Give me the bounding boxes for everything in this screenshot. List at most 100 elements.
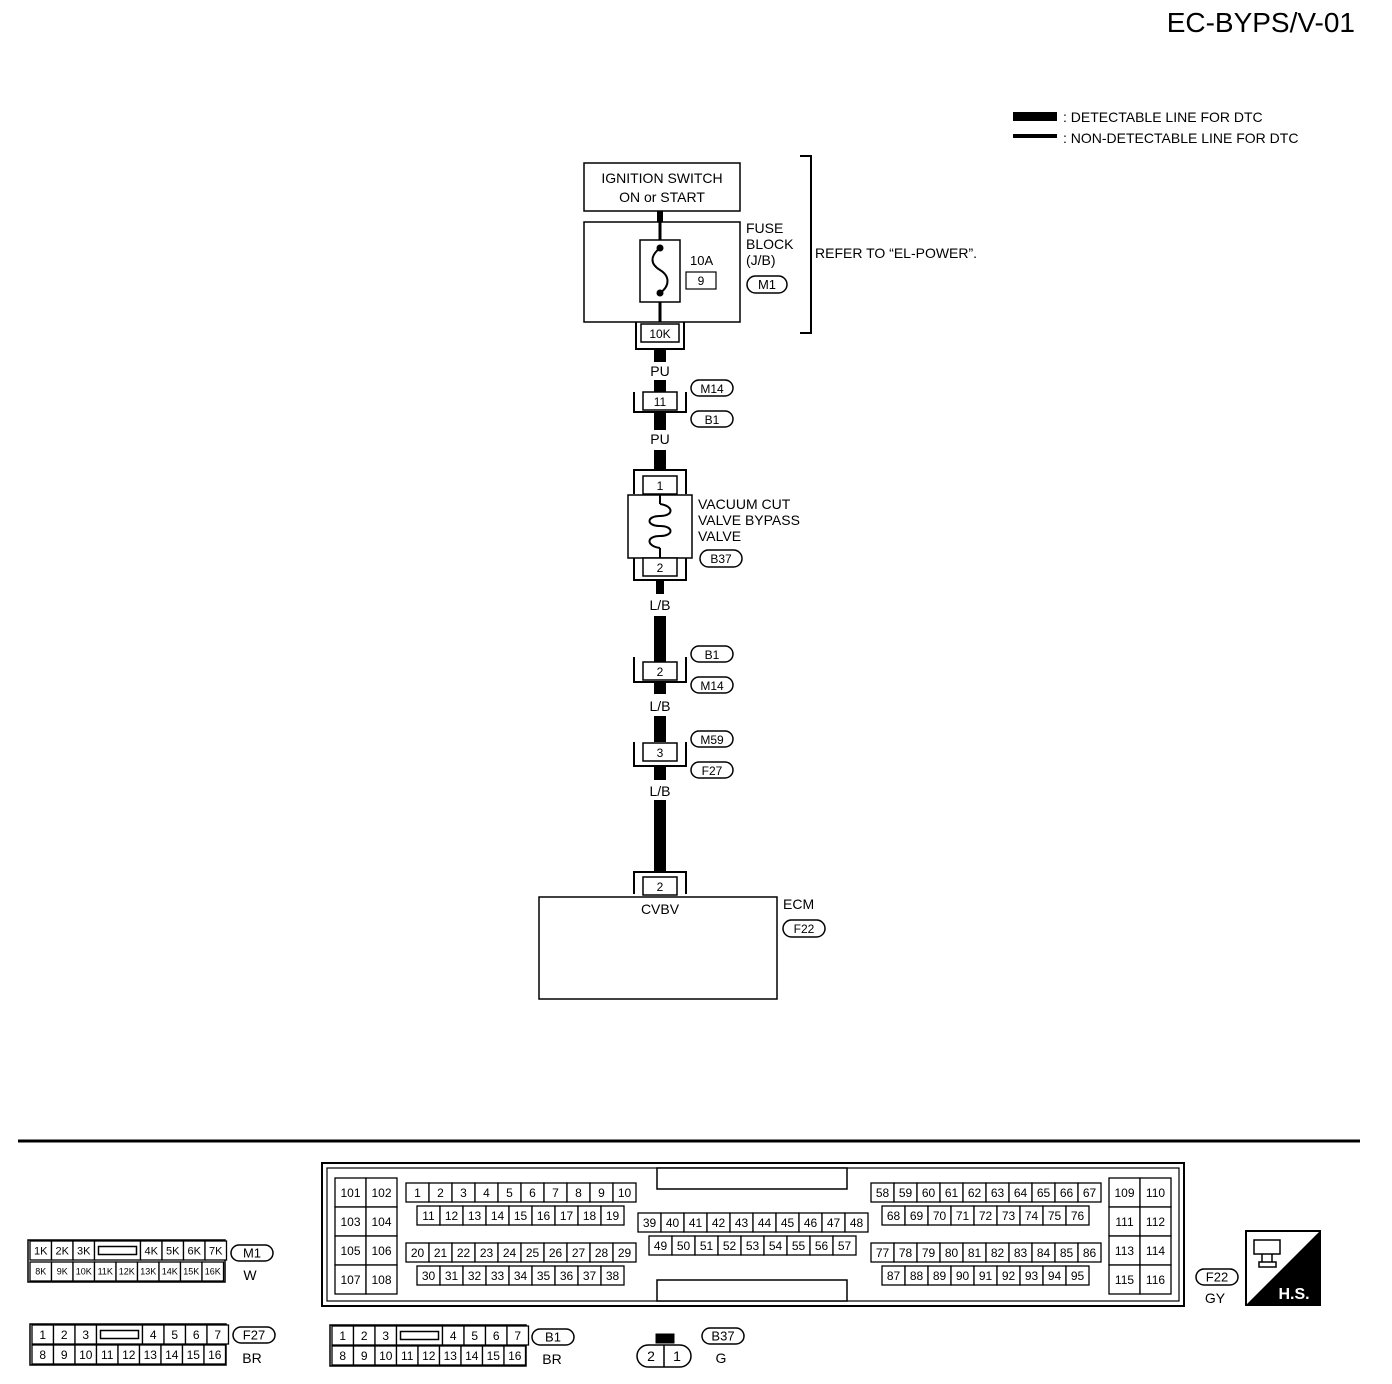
b1-pin-label: 10 — [379, 1349, 393, 1363]
b1-name: B1 — [545, 1330, 561, 1345]
m1-pin-label: 12K — [119, 1267, 135, 1277]
f22-pin-label: 71 — [956, 1209, 970, 1223]
m1-pin-label: 15K — [183, 1267, 199, 1277]
wire-color-pu-2: PU — [650, 431, 669, 447]
f22-pin-label: 63 — [991, 1186, 1005, 1200]
b1-wire-color: BR — [542, 1351, 561, 1367]
f22-cell — [334, 1264, 367, 1295]
valve-pin-out: 2 — [657, 561, 664, 575]
m1-badge — [230, 1244, 274, 1262]
f22-pin-label: 2 — [437, 1186, 444, 1200]
f22-pin-label: 77 — [876, 1246, 890, 1260]
f27-name: F27 — [243, 1328, 265, 1343]
f27-pin-label: 6 — [193, 1328, 200, 1342]
f22-cell — [1139, 1206, 1172, 1237]
b1-pin-label: 15 — [487, 1349, 501, 1363]
f22-pin-label: 43 — [735, 1216, 749, 1230]
m1-cell — [201, 1261, 225, 1282]
f22-pin-label: 5 — [506, 1186, 513, 1200]
b1-pin-label: 16 — [508, 1349, 522, 1363]
ecm-pin: 2 — [657, 880, 664, 894]
f22-pin-label: 11 — [422, 1209, 435, 1223]
detectable-line-swatch — [1013, 112, 1057, 121]
b1-pin-label: 3 — [382, 1329, 389, 1343]
f22-pin-label: 110 — [1146, 1186, 1165, 1200]
f22-pin-label: 102 — [371, 1186, 391, 1200]
f22-cell — [600, 1265, 625, 1286]
f22-pin-label: 72 — [979, 1209, 993, 1223]
f22-pin-label: 44 — [758, 1216, 772, 1230]
fuse-element-icon — [651, 247, 669, 294]
f22-pin-label: 36 — [560, 1269, 574, 1283]
f22-pin-label: 105 — [340, 1244, 360, 1258]
valve-label-3: VALVE — [698, 528, 741, 544]
f22-pin-label: 51 — [700, 1239, 714, 1253]
f22-pin-label: 92 — [1002, 1269, 1016, 1283]
legend: : DETECTABLE LINE FOR DTC : NON-DETECTAB… — [1013, 109, 1298, 146]
b1-pin-label: 6 — [493, 1329, 500, 1343]
f22-pin-label: 65 — [1037, 1186, 1051, 1200]
joint2-pin: 2 — [657, 665, 664, 679]
f22-pin-label: 57 — [838, 1239, 852, 1253]
f27-cell — [206, 1324, 230, 1345]
f22-pin-label: 58 — [876, 1186, 890, 1200]
b1-pin-label: 12 — [422, 1349, 436, 1363]
f22-pin-label: 24 — [503, 1246, 517, 1260]
f22-cell — [1077, 1242, 1102, 1263]
ecm-label: ECM — [783, 896, 814, 912]
b1-pin-label: 8 — [339, 1349, 346, 1363]
ecm-terminal-name: CVBV — [641, 901, 680, 917]
f22-pin-label: 15 — [514, 1209, 528, 1223]
f22-pin-label: 109 — [1114, 1186, 1134, 1200]
f22-pin-label: 68 — [887, 1209, 901, 1223]
f22-pin-label: 56 — [815, 1239, 829, 1253]
f22-pin-label: 61 — [945, 1186, 959, 1200]
f22-cell — [1077, 1182, 1102, 1203]
f22-pin-label: 50 — [677, 1239, 691, 1253]
f27-pin-label: 2 — [61, 1328, 68, 1342]
f27-cell — [203, 1344, 227, 1365]
f27-pin-label: 16 — [208, 1348, 222, 1362]
f22-pin-label: 47 — [827, 1216, 841, 1230]
refer-note: REFER TO “EL-POWER”. — [815, 245, 977, 261]
f22-pin-label: 111 — [1115, 1215, 1134, 1229]
m1-name: M1 — [243, 1246, 261, 1261]
f22-cell — [1139, 1264, 1172, 1295]
wire-color-lb-1: L/B — [649, 597, 670, 613]
f22-cell — [334, 1177, 367, 1208]
ignition-switch-line1: IGNITION SWITCH — [601, 170, 722, 186]
f22-cell — [365, 1177, 398, 1208]
f22-pin-label: 38 — [606, 1269, 620, 1283]
f22-pin-label: 23 — [480, 1246, 494, 1260]
joint2-connector-top: B1 — [705, 648, 720, 662]
ecm-connector: F22 — [794, 922, 815, 936]
f22-pin-label: 79 — [922, 1246, 936, 1260]
f22-pin-label: 104 — [371, 1215, 391, 1229]
fuse-block: 10A 9 FUSE BLOCK (J/B) M1 — [583, 220, 794, 323]
f22-pin-label: 67 — [1083, 1186, 1097, 1200]
f27-badge — [232, 1326, 276, 1344]
m1-pin-label: 9K — [57, 1267, 68, 1277]
f22-pin-label: 59 — [899, 1186, 913, 1200]
b1-pin-label: 4 — [450, 1329, 457, 1343]
ecm: 2 CVBV ECM F22 — [538, 871, 826, 1000]
f22-pin-label: 103 — [340, 1215, 360, 1229]
f22-pin-label: 45 — [781, 1216, 795, 1230]
b37-wire-color: G — [716, 1350, 727, 1366]
f22-pin-label: 48 — [850, 1216, 864, 1230]
f22-cell — [832, 1235, 857, 1256]
f22-pin-label: 55 — [792, 1239, 806, 1253]
f22-pin-label: 19 — [606, 1209, 620, 1223]
m1-pin-label: 11K — [98, 1267, 113, 1277]
m1-pin-label: 2K — [56, 1245, 70, 1257]
f22-cell — [844, 1212, 869, 1233]
f22-pin-label: 70 — [933, 1209, 947, 1223]
f27-pin-label: 4 — [150, 1328, 157, 1342]
f22-cell — [612, 1182, 637, 1203]
valve-connector: B37 — [710, 552, 732, 566]
legend-detectable: : DETECTABLE LINE FOR DTC — [1063, 109, 1263, 125]
f22-cell — [334, 1206, 367, 1237]
m1-pin-label: 16K — [205, 1267, 221, 1277]
m1-pin-label: 1K — [34, 1245, 48, 1257]
